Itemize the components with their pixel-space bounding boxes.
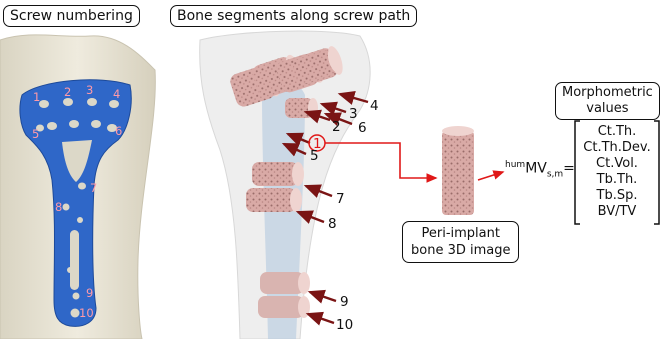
segment-number-2: 2 [332,119,341,135]
plate-number-9: 9 [86,286,93,300]
segment-number-5: 5 [310,148,319,164]
peri-implant-line-1: Peri-implant [411,225,510,242]
plate-number-2: 2 [64,85,71,99]
plate-number-5: 5 [32,127,39,141]
formula-prefix: hum [505,160,525,170]
plate-number-10: 10 [79,306,94,320]
segment-number-4: 4 [370,98,379,114]
formula-equals: = [563,161,575,177]
plate-number-4: 4 [113,87,120,101]
arrow-10 [308,314,334,323]
arrow-9 [310,292,336,301]
plate-number-3: 3 [86,83,93,97]
morphometric-line-2: values [562,101,653,117]
morph-value: Ct.Th. [580,124,654,140]
morph-value: Tb.Sp. [580,188,654,204]
morph-value: Ct.Th.Dev. [580,140,654,156]
segment-number-10: 10 [336,317,353,333]
segment-number-8: 8 [328,216,337,232]
formula-main: MV [525,161,547,177]
segment-cylinder-7 [252,162,304,186]
plate-number-6: 6 [115,124,122,138]
morph-value: Ct.Vol. [580,156,654,172]
red-formula-arrow [478,172,503,180]
peri-implant-label: Peri-implant bone 3D image [402,221,519,263]
morph-value: BV/TV [580,204,654,220]
segment-cylinder-8 [246,188,302,212]
morphometric-values-label: Morphometric values [555,82,660,120]
formula: humMVs,m= [505,160,575,179]
plate-number-1: 1 [33,90,40,104]
plate-number-8: 8 [55,200,62,214]
segment-cylinder-10 [258,296,310,318]
morphometric-line-1: Morphometric [562,85,653,101]
plate-number-7: 7 [90,181,97,195]
morphometric-vector: Ct.Th. Ct.Th.Dev. Ct.Vol. Tb.Th. Tb.Sp. … [580,124,654,220]
peri-implant-cylinder [442,126,474,215]
peri-implant-line-2: bone 3D image [411,242,510,259]
segment-number-9: 9 [340,294,349,310]
morph-value: Tb.Th. [580,172,654,188]
segment-number-3: 3 [349,106,358,122]
segment-cylinder-9 [260,272,310,294]
segment-number-7: 7 [336,191,345,207]
red-flow-arrow [325,143,436,178]
formula-subscript: s,m [547,169,563,179]
segment-number-6: 6 [358,120,367,136]
